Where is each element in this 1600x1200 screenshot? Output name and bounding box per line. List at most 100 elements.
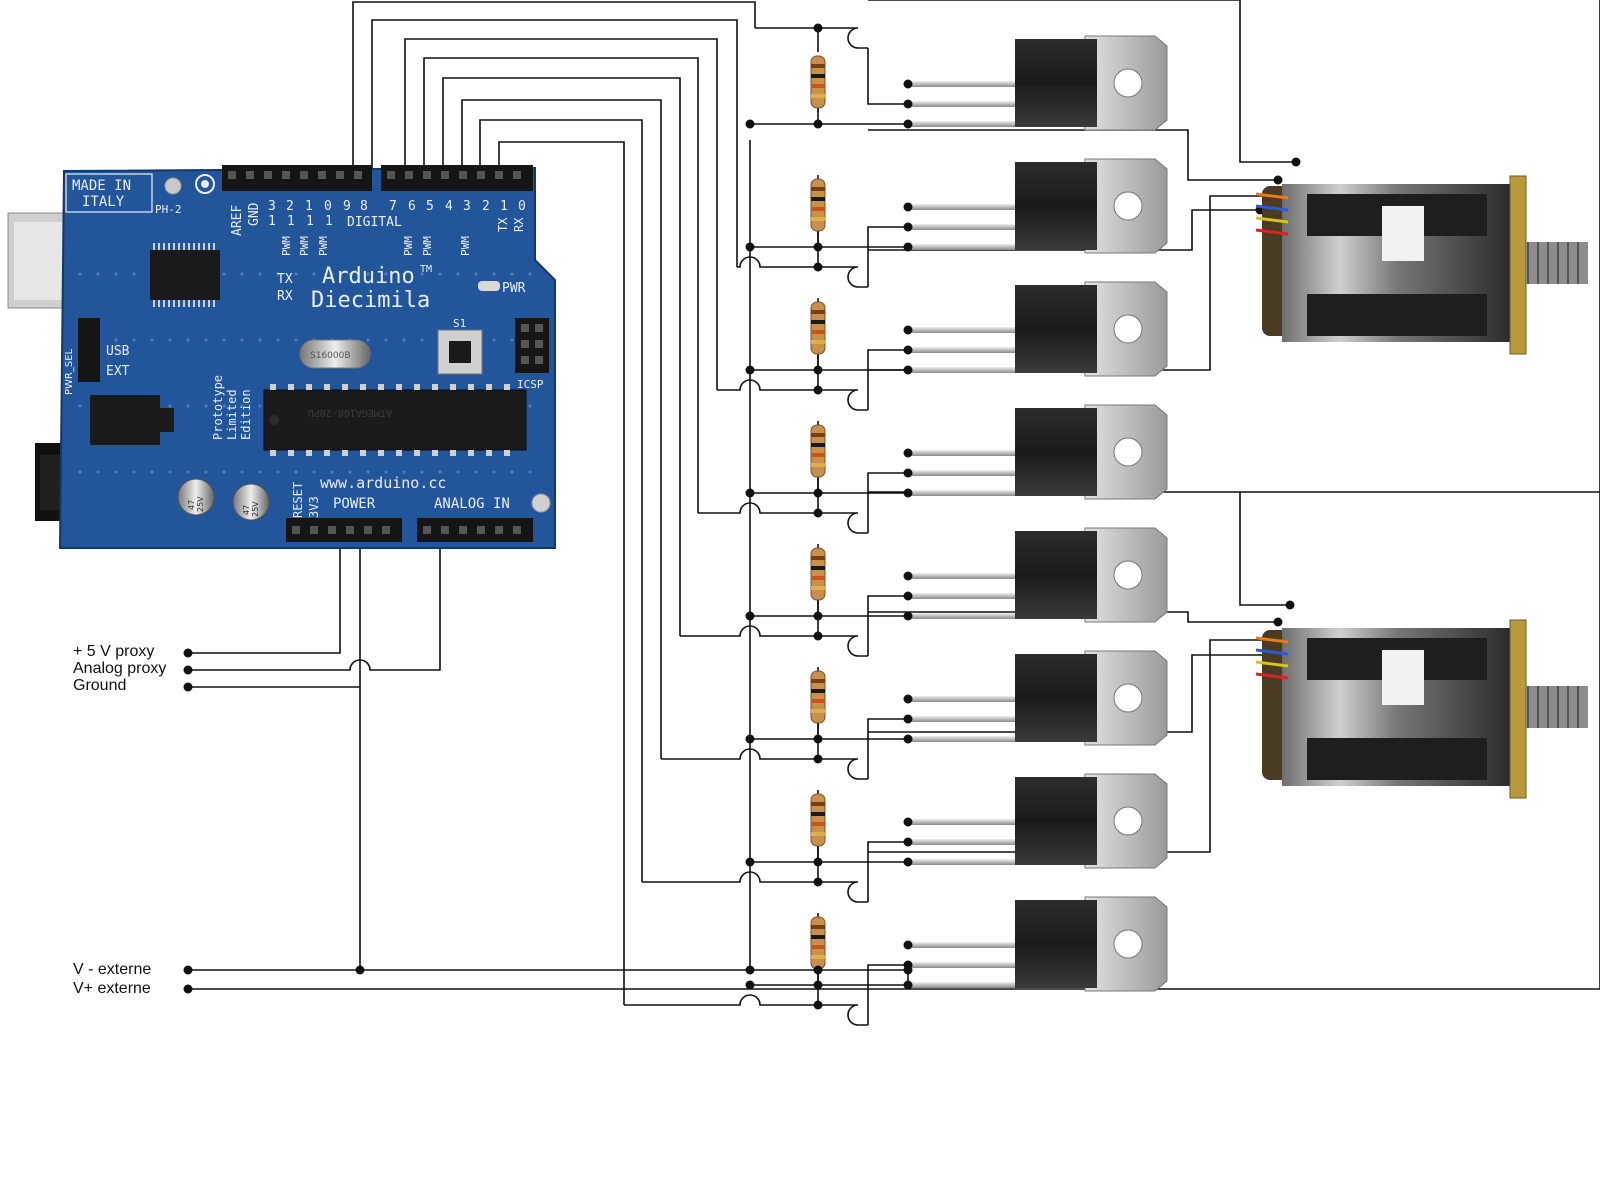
transistor-body xyxy=(1015,654,1097,742)
chip-pin xyxy=(173,243,175,250)
board-via xyxy=(114,470,118,474)
resistor xyxy=(810,547,826,601)
resistor-band xyxy=(811,832,825,836)
ph2-label: PH-2 xyxy=(155,203,182,216)
pin-number: 2 xyxy=(482,199,490,214)
chip-pin xyxy=(288,450,294,456)
header-pin-hole xyxy=(318,171,326,179)
motor-lead-wire xyxy=(1255,192,1289,200)
power-jumper[interactable] xyxy=(78,318,100,382)
header-pin-hole xyxy=(459,171,467,179)
signal-wire xyxy=(442,77,681,636)
terminal-labels: + 5 V proxy Analog proxy Ground V - exte… xyxy=(73,643,166,997)
signal-wire xyxy=(717,379,818,391)
transistor-body xyxy=(1015,285,1097,373)
terminal-dot-v-minus xyxy=(183,965,193,975)
bus-junction-dot xyxy=(745,119,755,129)
transistor-lead xyxy=(908,244,1015,250)
gate-wire xyxy=(867,964,908,1025)
pin-number-tens: 1 xyxy=(306,214,314,229)
chip-pin xyxy=(178,300,180,307)
header-pin-hole xyxy=(405,171,413,179)
chip-label: ATMEGA168-20PU xyxy=(308,407,392,418)
resistor-body xyxy=(810,55,826,109)
chip-pin xyxy=(270,450,276,456)
mounting-hole xyxy=(1113,806,1143,836)
gate-wire xyxy=(867,841,908,902)
bus-junction-dot xyxy=(745,365,755,375)
resistor-band xyxy=(811,709,825,713)
lead-dot xyxy=(903,837,913,847)
resistor-band xyxy=(811,556,825,560)
signal-wire xyxy=(371,19,738,267)
resistor-top-dot xyxy=(813,385,823,395)
transistor xyxy=(908,650,1168,746)
terminal-dot-analog xyxy=(183,665,193,675)
terminal-label-v-minus-externe: V - externe xyxy=(73,961,151,978)
board-via xyxy=(204,404,208,408)
mounting-hole xyxy=(1113,437,1143,467)
motor-label-sticker xyxy=(1382,650,1424,705)
resistor-junction-dot xyxy=(813,488,823,498)
resistor-band xyxy=(811,802,825,806)
resistor-band xyxy=(811,689,825,693)
5v-proxy-wire xyxy=(188,545,341,654)
chip-pin xyxy=(158,300,160,307)
resistor-junction-dot xyxy=(813,734,823,744)
cap1-voltage: 25V xyxy=(196,496,205,512)
header-pin-hole xyxy=(300,171,308,179)
motor-label-sticker xyxy=(1382,206,1424,261)
board-via xyxy=(348,470,352,474)
board-via xyxy=(204,470,208,474)
board-via xyxy=(168,338,172,342)
capacitor-2 xyxy=(232,483,270,521)
board-via xyxy=(492,272,496,276)
chip-pin xyxy=(414,450,420,456)
transistor-lead xyxy=(908,470,1015,476)
resistor xyxy=(810,178,826,232)
tx-pin-label: TX xyxy=(496,217,510,232)
motor-terminal-dot xyxy=(1273,175,1283,185)
resistor-junction-dot xyxy=(813,980,823,990)
transistor-body xyxy=(1015,408,1097,496)
board-via xyxy=(186,470,190,474)
s1-label: S1 xyxy=(453,317,466,330)
resistor-junction-dot xyxy=(813,365,823,375)
chip-pin xyxy=(193,300,195,307)
chip-pin xyxy=(188,300,190,307)
pin-number: 3 xyxy=(463,199,471,214)
transistor-lead xyxy=(908,327,1015,333)
pwm-label: PWM xyxy=(459,236,472,256)
board-via xyxy=(78,404,82,408)
board-via xyxy=(132,272,136,276)
chip-pin xyxy=(168,243,170,250)
digital-label: DIGITAL xyxy=(347,215,402,230)
aref-label: AREF xyxy=(230,205,245,236)
lead-dot xyxy=(903,694,913,704)
bus-junction-dot xyxy=(745,980,755,990)
pin-number: 1 xyxy=(305,199,313,214)
header-pin-hole xyxy=(423,526,431,534)
made-in-label: MADE IN xyxy=(72,178,131,194)
bus-junction-dot xyxy=(745,242,755,252)
source-wire xyxy=(817,721,908,740)
board-via xyxy=(492,470,496,474)
chip-pin xyxy=(288,384,294,390)
analog-proxy-wire xyxy=(188,545,441,671)
pin-number: 5 xyxy=(426,199,434,214)
resistor-top-dot xyxy=(813,631,823,641)
chip-pin xyxy=(208,300,210,307)
pin-number: 0 xyxy=(324,199,332,214)
resistor xyxy=(810,670,826,724)
board-via xyxy=(510,272,514,276)
gnd-label: GND xyxy=(247,202,262,226)
chip-pin xyxy=(193,243,195,250)
usb-label: USB xyxy=(106,344,130,359)
resistor-band xyxy=(811,945,825,949)
gate-wire xyxy=(867,349,908,410)
resistor-top-dot xyxy=(813,508,823,518)
analog-in-label: ANALOG IN xyxy=(434,496,510,512)
stepper-motor-2 xyxy=(1255,619,1588,799)
resistor-band xyxy=(811,64,825,68)
header-pin-hole xyxy=(441,171,449,179)
